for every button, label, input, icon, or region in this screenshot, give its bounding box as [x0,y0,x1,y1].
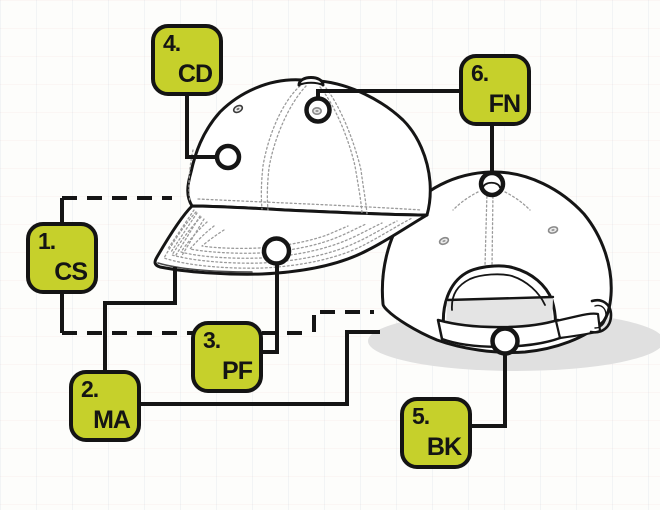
label-code: MA [93,406,131,434]
label-code: CD [177,60,213,88]
connector-pf [263,263,279,354]
label-number: 4. [163,30,181,56]
closure-opening [441,264,557,332]
label-2-ma: 2. MA [69,370,141,442]
callout-circle-fn-back [478,170,506,198]
connector-fn-side [316,89,459,99]
top-button [297,76,325,87]
back-eyelet-right [547,226,559,234]
label-6-fn: 6. FN [459,54,531,126]
visor [153,204,429,276]
callout-circle-cd [214,143,242,171]
label-code: FN [488,90,521,118]
side-eyelet [232,104,244,114]
label-number: 3. [203,327,221,353]
connector-lines [60,89,507,428]
label-code: CS [54,258,88,286]
label-number: 6. [471,60,489,86]
label-5-bk: 5. BK [400,397,472,469]
callout-circle-pf [261,236,292,266]
label-number: 1. [38,228,56,254]
back-crown-seam [452,191,531,267]
back-eyelet-left [438,236,450,246]
visor-stitching [163,85,423,269]
connector-ma-visor [103,267,177,370]
connector-bk [472,353,507,428]
connector-cd [185,96,217,159]
label-number: 5. [412,403,430,429]
dashed-reference-lines [62,196,374,335]
side-view-cap [153,76,432,276]
label-1-cs: 1. CS [26,222,98,294]
visor-underedge [157,262,253,273]
callout-circle-details [311,107,501,189]
connector-ma-back [141,330,380,406]
strap-buckle [554,298,613,340]
label-3-pf: 3. PF [191,321,263,393]
back-view-cap [380,170,613,354]
label-4-cd: 4. CD [151,24,223,96]
label-code: PF [222,357,253,385]
callout-circles [214,96,520,356]
callout-circle-bk [490,326,520,356]
label-code: BK [426,433,462,461]
label-number: 2. [81,376,99,402]
